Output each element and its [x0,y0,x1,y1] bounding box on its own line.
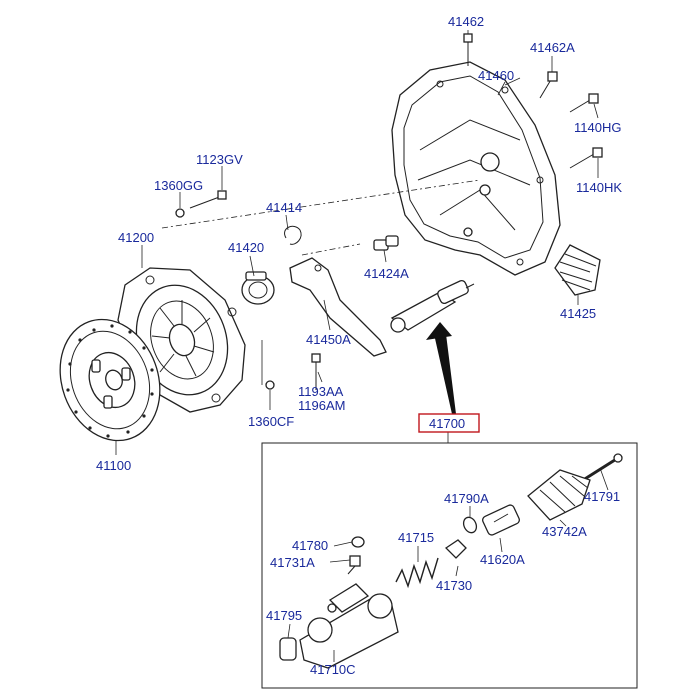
label-1196AM: 1196AM [298,398,345,413]
label-1140HG: 1140HG [574,120,621,135]
label-43742A: 43742A [542,524,587,539]
cover-bolt-upper [175,190,227,218]
callout-box-41700 [418,413,480,433]
label-41780: 41780 [292,538,328,553]
release-bearing [241,271,275,305]
label-41450A: 41450A [306,332,351,347]
release-fork [289,257,387,357]
cylinder-cap [279,623,297,661]
detail-frame [261,442,638,689]
label-41731A: 41731A [270,555,315,570]
callout-arrowhead [426,322,452,340]
label-41420: 41420 [228,240,264,255]
label-41700: 41700 [429,416,465,431]
label-41620A: 41620A [480,552,525,567]
release-fork-boot [554,244,601,296]
slave-cylinder-top [390,279,475,333]
slave-cylinder-body [299,583,399,669]
label-41200: 41200 [118,230,154,245]
label-41795: 41795 [266,608,302,623]
fork-pivot-bolt [373,235,399,251]
label-41715: 41715 [398,530,434,545]
part-labels: 41462 41462A 41460 1140HG 1140HK 1123GV … [96,14,622,677]
transmission-housing [391,61,561,276]
label-41462A: 41462A [530,40,575,55]
cover-bolt-lower [261,340,321,390]
bleeder-screw [329,536,365,575]
piston-cup [444,539,467,559]
label-1360GG: 1360GG [154,178,203,193]
housing-bolts [463,33,603,169]
label-41710C: 41710C [310,662,356,677]
dust-boot [527,469,591,527]
callout-arrow [434,334,456,414]
label-41460: 41460 [478,68,514,83]
label-41425: 41425 [560,306,596,321]
label-41791: 41791 [584,489,620,504]
piston [482,504,520,553]
o-ring [462,516,478,534]
label-41424A: 41424A [364,266,409,281]
spring [395,546,439,589]
clutch-disc [59,318,161,442]
label-41414: 41414 [266,200,302,215]
label-41462: 41462 [448,14,484,29]
label-1123GV: 1123GV [196,152,243,167]
label-41100: 41100 [96,458,131,473]
push-rod [579,453,623,491]
label-41790A: 41790A [444,491,489,506]
leader-lines [115,30,599,455]
label-41730: 41730 [436,578,472,593]
label-1140HK: 1140HK [576,180,622,195]
label-1193AA: 1193AA [298,384,344,399]
retaining-clip [284,225,302,245]
label-1360CF: 1360CF [248,414,294,429]
